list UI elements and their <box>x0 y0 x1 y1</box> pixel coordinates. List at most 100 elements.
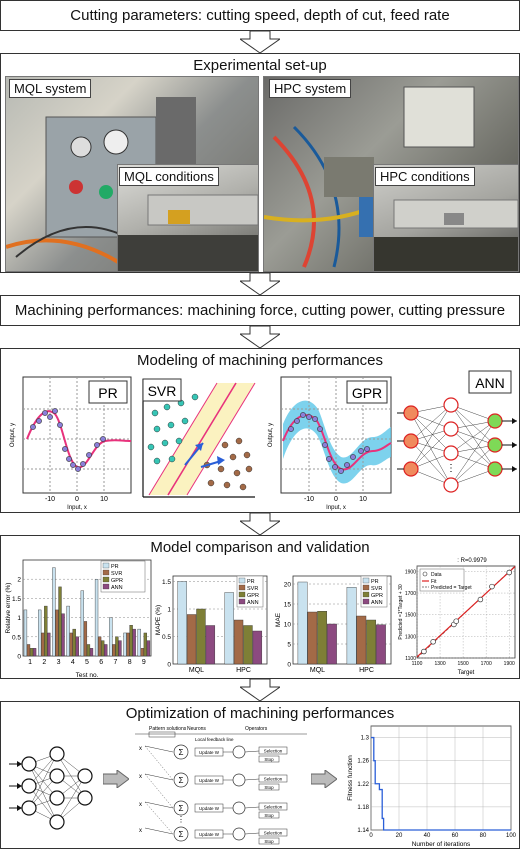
bar <box>109 617 113 657</box>
y-tick-label: 1500 <box>405 613 416 619</box>
y-tick-label: 5 <box>287 642 291 649</box>
ann-label: ANN <box>475 375 505 391</box>
bar <box>47 632 51 657</box>
selection-block <box>258 746 288 755</box>
hpc-conditions-label: HPC conditions <box>375 167 475 186</box>
opt-arrow-2 <box>311 770 337 788</box>
legend-label: ANN <box>111 585 123 591</box>
legend-label: PR <box>371 579 379 585</box>
y-tick-label: 0 <box>167 662 171 669</box>
y-tick-label: 1.3 <box>361 736 370 742</box>
stop-block <box>258 783 280 791</box>
gpr-ylabel: Output, y <box>268 423 274 447</box>
x-tick-label: 3 <box>57 659 61 666</box>
bar <box>104 644 108 657</box>
ann-connection <box>28 763 58 823</box>
operator-schematic: Pattern solutions Neurons Operators Loca… <box>135 726 307 845</box>
connection <box>144 745 174 753</box>
connection <box>144 827 174 835</box>
x-tick-label: 60 <box>452 833 459 839</box>
legend-label: PR <box>247 579 255 585</box>
bar <box>118 640 122 657</box>
x-axis-label: Target <box>458 670 475 676</box>
bar <box>72 628 76 657</box>
ann-connection <box>28 753 58 809</box>
bar <box>86 644 91 657</box>
x-tick-label: 8 <box>128 659 132 666</box>
bar <box>89 648 94 657</box>
x-tick-label: HPC <box>236 667 251 674</box>
bar <box>132 628 136 657</box>
sum-node <box>173 826 189 842</box>
pr-xtick: 10 <box>100 496 108 503</box>
regression-title: : R=0.9979 <box>457 558 487 564</box>
pr-label: PR <box>98 385 117 401</box>
y-tick-label: 10 <box>284 622 292 629</box>
opt-arrow-1 <box>103 770 129 788</box>
ann-connection <box>28 785 58 823</box>
ann-connection <box>410 404 452 470</box>
y-tick-label: 0 <box>287 662 291 669</box>
arrow-1 <box>240 31 280 53</box>
connection <box>144 801 174 835</box>
bar <box>32 648 37 657</box>
opt-ann-diagram <box>9 746 93 830</box>
ann-connection <box>410 440 452 486</box>
bar <box>69 632 73 657</box>
legend-swatch <box>362 584 370 591</box>
selection-block <box>258 774 288 783</box>
selection-label: Selection <box>264 749 283 754</box>
ann-output-node <box>487 413 503 429</box>
legend-swatch <box>362 598 370 605</box>
plot-frame <box>370 725 512 831</box>
performances-title: Machining performances: machining force,… <box>14 302 506 319</box>
hpc-system-label: HPC system <box>269 79 352 98</box>
legend-label: GPR <box>371 593 383 599</box>
bar <box>196 608 206 665</box>
bar <box>356 615 367 665</box>
stop-block <box>258 755 280 763</box>
ann-diagram: ⋮ ANN <box>397 370 517 493</box>
pr-xtick: 0 <box>75 496 79 503</box>
bar <box>233 619 244 665</box>
legend-label: Predicted = Target <box>431 585 472 591</box>
stop-label: Stop <box>264 757 274 762</box>
ann-connection <box>410 404 452 442</box>
y-tick-label: 1.5 <box>162 579 171 586</box>
optimization-title: Optimization of machining performances <box>125 705 395 722</box>
optimization-box: Optimization of machining performances P… <box>0 701 520 849</box>
y-tick-label: 2 <box>17 577 21 584</box>
y-tick-label: 20 <box>284 582 292 589</box>
ann-hidden-node <box>443 397 459 413</box>
arrow-3 <box>240 326 280 348</box>
stop-label: Stop <box>264 785 274 790</box>
bar <box>29 648 34 657</box>
sum-node <box>173 772 189 788</box>
y-tick-label: 0.5 <box>12 634 21 641</box>
ann-connection <box>450 444 496 486</box>
stop-block <box>258 811 280 819</box>
legend-marker <box>422 571 428 577</box>
ann-input-node <box>403 405 419 421</box>
x-tick-label: MQL <box>310 667 325 674</box>
selection-block <box>258 802 288 811</box>
stop-label: Stop <box>264 839 274 844</box>
connection <box>244 806 260 809</box>
bar <box>52 567 56 657</box>
y-axis-label: Relative error (%) <box>5 583 12 634</box>
bar <box>146 640 151 657</box>
ann-connection <box>450 452 496 470</box>
y-tick-label: 1 <box>17 615 21 622</box>
sum-symbol: Σ <box>179 804 184 813</box>
ann-input-node <box>403 461 419 477</box>
x-tick-label: 1300 <box>434 661 445 667</box>
x-tick-label: 1900 <box>504 661 515 667</box>
bar <box>224 592 234 665</box>
neurons-label: Neurons <box>187 726 206 732</box>
ann-hidden-node <box>443 445 459 461</box>
sum-node <box>173 744 189 760</box>
x-tick-label: 2 <box>42 659 46 666</box>
